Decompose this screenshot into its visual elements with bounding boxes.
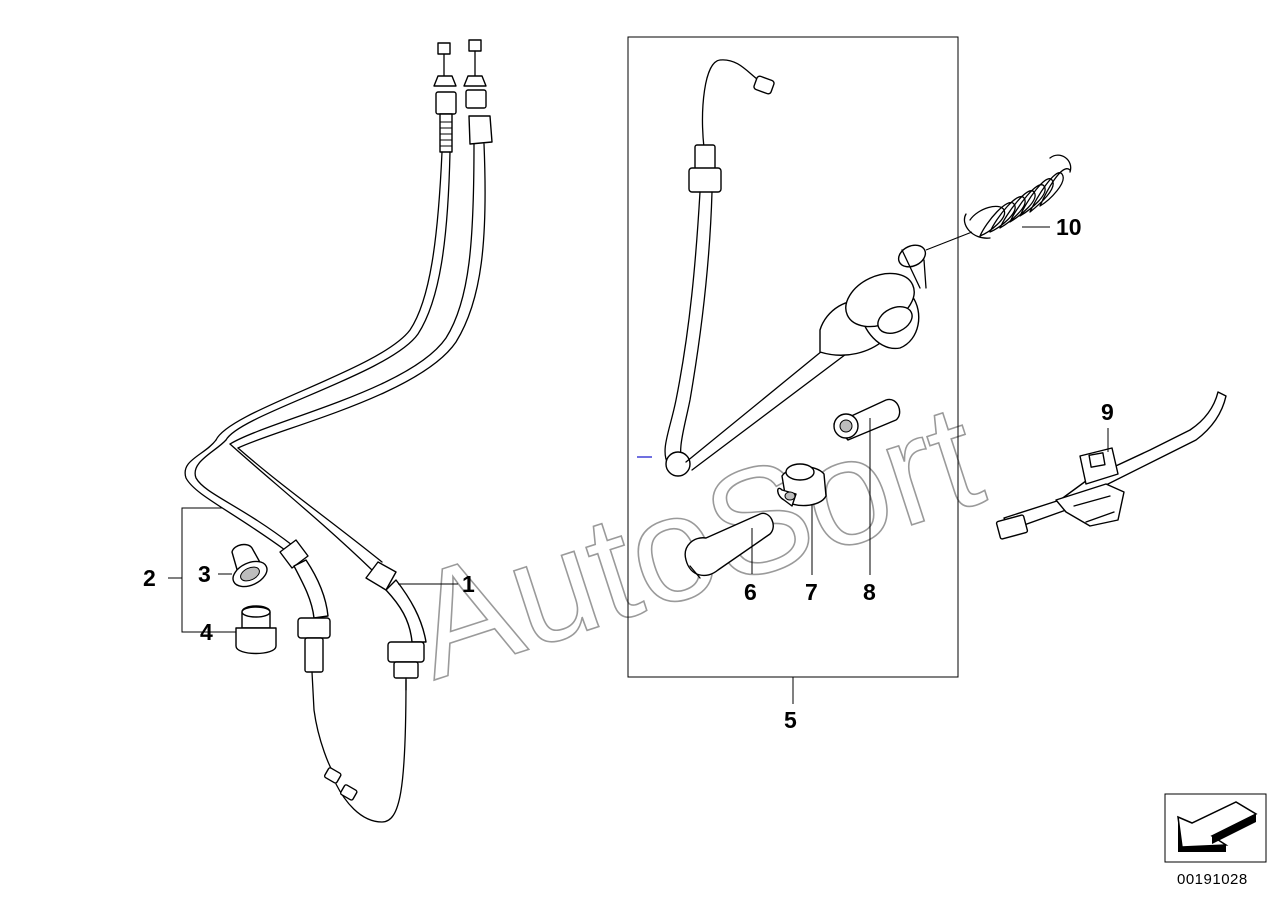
callout-7: 7	[805, 579, 818, 605]
callout-9: 9	[1101, 399, 1114, 425]
cable-sleeve-part-4[interactable]	[235, 605, 277, 655]
grommet-part-7[interactable]	[777, 463, 827, 507]
spring-to-boot-leader	[925, 231, 973, 251]
drawing-number: 00191028	[1177, 871, 1248, 888]
sleeve-part-8[interactable]	[833, 398, 901, 441]
cable-tie-part-9[interactable]	[995, 391, 1227, 540]
callout-2: 2	[143, 565, 156, 591]
callout-5: 5	[784, 707, 797, 733]
spring-part-10[interactable]	[963, 154, 1072, 239]
callout-10: 10	[1056, 214, 1082, 240]
callout-8: 8	[863, 579, 876, 605]
callout-3: 3	[198, 561, 211, 587]
callout-6: 6	[744, 579, 757, 605]
choke-cable-part-5[interactable]	[637, 59, 929, 477]
view-direction-icon	[1164, 793, 1267, 863]
callout-1: 1	[462, 571, 475, 597]
callout-4: 4	[200, 619, 213, 645]
cable-cap-part-3[interactable]	[229, 543, 271, 592]
throttle-cable-assembly[interactable]	[184, 39, 493, 823]
rubber-boot-part-6[interactable]	[684, 512, 774, 579]
callout-2-bracket	[168, 507, 222, 633]
